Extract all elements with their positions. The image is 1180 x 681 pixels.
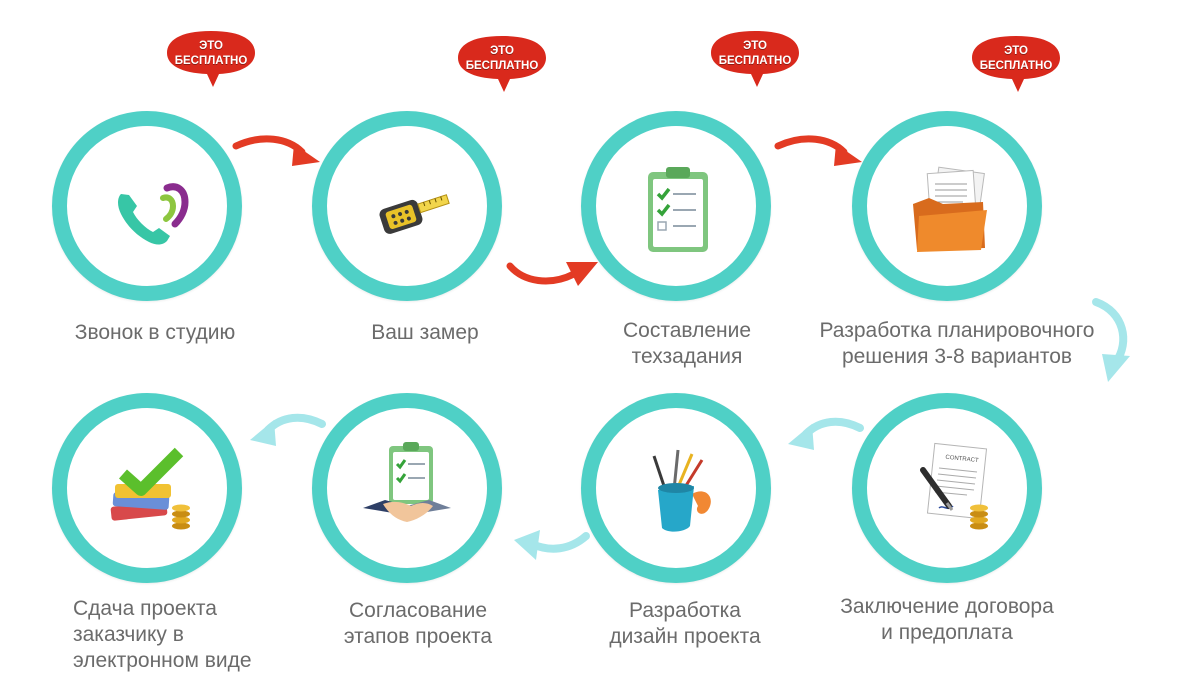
step-1-circle [52, 111, 242, 301]
red-curved-arrow-icon [506, 262, 598, 286]
free-badge-step-3: ЭТО БЕСПЛАТНО [707, 27, 803, 91]
speech-bubble-icon [972, 36, 1060, 92]
badge-line-2: БЕСПЛАТНО [465, 60, 539, 72]
step-3-label: Составление техзадания [622, 319, 752, 368]
badge-line-2: БЕСПЛАТНО [979, 60, 1053, 72]
badge-line-1: ЭТО [199, 40, 223, 52]
badge-line-1: ЭТО [490, 45, 514, 57]
cyan-curved-arrow-down-icon [1092, 298, 1130, 382]
clipboard-handshake-icon [363, 442, 451, 522]
svg-text:CONTRACT: CONTRACT [945, 455, 979, 464]
cyan-curved-arrow-left-icon [788, 417, 864, 450]
speech-bubble-icon [458, 36, 546, 92]
badge-line-2: БЕСПЛАТНО [718, 55, 792, 67]
red-curved-arrow-icon [232, 135, 320, 166]
step-2-circle [312, 111, 502, 301]
arrow-6-to-7 [510, 520, 592, 564]
red-curved-arrow-icon [774, 135, 862, 166]
checklist-clipboard-icon [648, 167, 708, 252]
arrow-5-to-6 [784, 414, 866, 458]
step-1-label: Звонок в студию [74, 321, 236, 344]
free-badge-step-2: ЭТО БЕСПЛАТНО [454, 32, 550, 96]
arrow-4-to-5 [1090, 296, 1138, 386]
step-3-circle [581, 111, 771, 301]
arrow-2-to-3 [506, 252, 602, 296]
step-7-label: Согласование этапов проекта [343, 599, 493, 648]
step-7-circle [312, 393, 502, 583]
contract-pen-coins-icon: CONTRACT [920, 442, 988, 530]
cyan-curved-arrow-left-icon [250, 413, 326, 446]
badge-line-1: ЭТО [1004, 45, 1028, 57]
arrow-1-to-2 [232, 132, 328, 176]
step-5-circle: CONTRACT [852, 393, 1042, 583]
free-badge-step-4: ЭТО БЕСПЛАТНО [968, 32, 1064, 96]
free-badge-step-1: ЭТО БЕСПЛАТНО [163, 27, 259, 91]
step-4-label: Разработка планировочного решения 3-8 ва… [819, 319, 1095, 368]
step-2-label: Ваш замер [371, 321, 479, 344]
arrow-3-to-4 [774, 132, 870, 176]
coin-stack [172, 504, 190, 530]
design-brushes-cup-icon [652, 449, 711, 532]
documents-folder-icon [913, 166, 987, 252]
speech-bubble-icon [167, 31, 255, 87]
step-8-circle [52, 393, 242, 583]
step-6-label: Разработка дизайн проекта [609, 599, 761, 648]
arrow-7-to-8 [246, 410, 328, 454]
cyan-curved-arrow-left-icon [514, 530, 590, 560]
badge-line-2: БЕСПЛАТНО [174, 55, 248, 67]
step-8-label: Сдача проекта заказчику в электронном ви… [73, 597, 252, 672]
tape-measure-icon [379, 194, 450, 234]
speech-bubble-icon [711, 31, 799, 87]
phone-icon [118, 183, 189, 245]
step-4-circle [852, 111, 1042, 301]
badge-line-1: ЭТО [743, 40, 767, 52]
checkmark-cards-coins-icon [110, 447, 190, 530]
step-6-circle [581, 393, 771, 583]
step-5-label: Заключение договора и предоплата [840, 595, 1054, 644]
